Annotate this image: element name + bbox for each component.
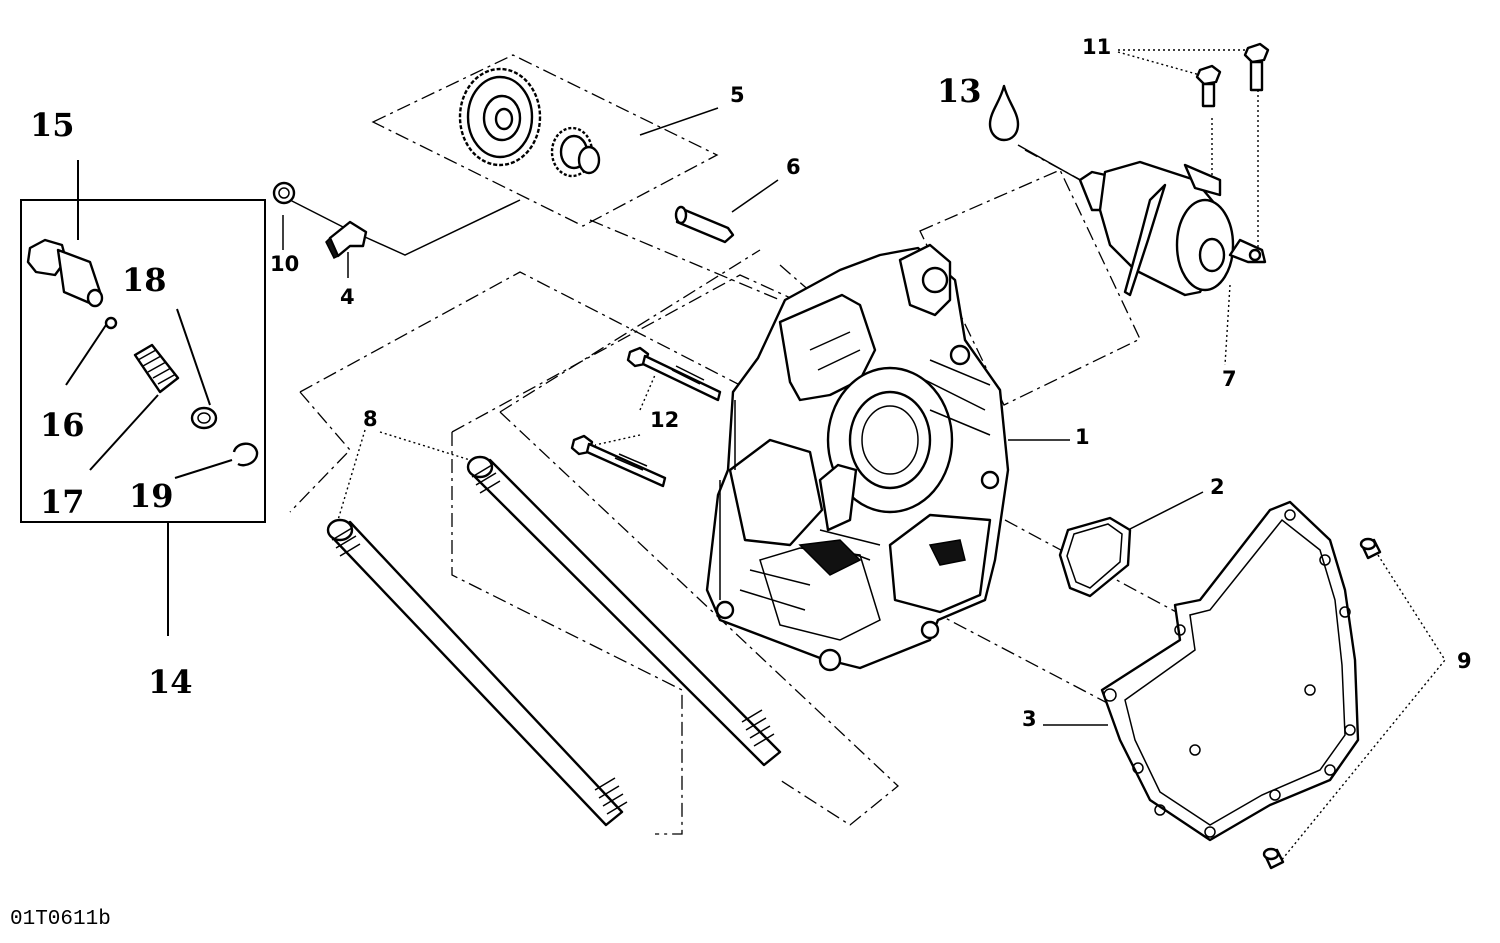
leader-lines bbox=[282, 49, 1446, 863]
callout-11: 11 bbox=[1082, 35, 1111, 59]
callout-13: 13 bbox=[937, 72, 982, 110]
callout-17: 17 bbox=[40, 483, 85, 521]
gear-shaft bbox=[674, 205, 735, 244]
callout-5: 5 bbox=[730, 83, 745, 107]
callout-16: 16 bbox=[40, 406, 85, 444]
figure-code: 01T0611b bbox=[10, 908, 111, 931]
callout-15: 15 bbox=[30, 106, 75, 144]
assembly-outlines bbox=[289, 54, 1341, 835]
callout-18: 18 bbox=[122, 261, 167, 299]
cover-gasket bbox=[1100, 500, 1360, 842]
callout-6: 6 bbox=[786, 155, 801, 179]
starter-bolts bbox=[1195, 42, 1270, 108]
callout-8: 8 bbox=[363, 407, 378, 431]
dowel-pins bbox=[1262, 537, 1382, 870]
callout-19: 19 bbox=[129, 477, 174, 515]
o-ring bbox=[1058, 516, 1132, 598]
long-bolts bbox=[570, 346, 722, 488]
crankcase-half bbox=[705, 243, 1010, 672]
callout-10: 10 bbox=[270, 252, 299, 276]
clamp-and-bolt bbox=[272, 181, 368, 260]
callout-7: 7 bbox=[1222, 367, 1237, 391]
callout-9: 9 bbox=[1457, 649, 1472, 673]
callout-labels: 1 2 3 4 5 6 7 8 9 10 11 12 13 14 15 16 1… bbox=[30, 35, 1472, 731]
callout-12: 12 bbox=[650, 408, 679, 432]
callout-2: 2 bbox=[1210, 475, 1225, 499]
starter-motor bbox=[1078, 160, 1267, 297]
sealant-drop-icon bbox=[988, 84, 1020, 142]
cylinder-studs bbox=[326, 455, 782, 827]
callout-14: 14 bbox=[148, 663, 193, 701]
callout-3: 3 bbox=[1022, 707, 1037, 731]
kit-inset-box bbox=[20, 160, 266, 636]
callout-1: 1 bbox=[1075, 425, 1090, 449]
starter-gear-set bbox=[458, 67, 601, 178]
callout-4: 4 bbox=[340, 285, 355, 309]
